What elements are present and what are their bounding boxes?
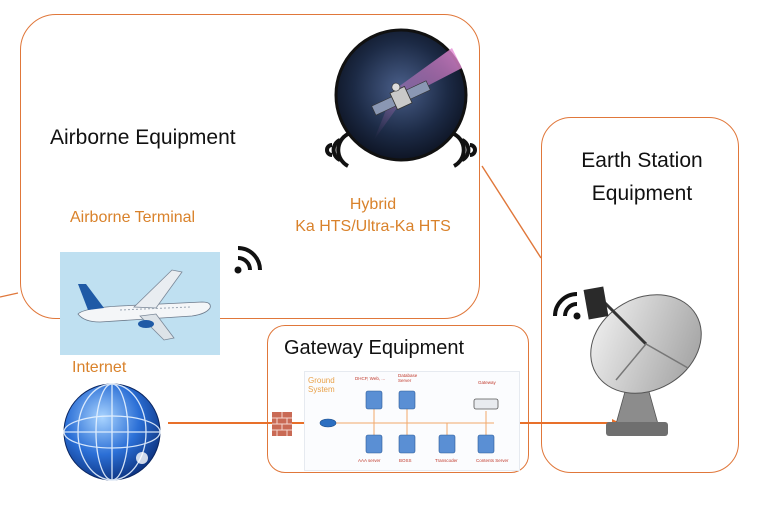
server-label-contents: Contents Server: [476, 458, 509, 463]
ground-system-label-line2: System: [308, 385, 335, 394]
earth-station-box: [541, 117, 739, 473]
satellite-dish-icon: [583, 286, 702, 436]
firewall-icon: [272, 412, 292, 436]
satellite-signal-left-icon: [325, 132, 350, 168]
ground-system-network: [319, 390, 499, 454]
server-label-aaa: AAA server: [358, 458, 381, 463]
server-boss-icon: [398, 434, 416, 454]
aircraft-signal-icon: [234, 246, 262, 274]
airplane-icon: [77, 269, 211, 341]
airplane-image: [60, 252, 220, 355]
earth-title-line1: Earth Station: [581, 149, 703, 172]
server-label-boss: BOSS: [399, 458, 412, 463]
internet-label: Internet: [72, 359, 127, 376]
line-to-earth-station: [481, 165, 542, 259]
satellite-dish-image: [583, 286, 702, 436]
server-transcoder-icon: [438, 434, 456, 454]
router-icon: [319, 418, 337, 428]
server-database-icon: [398, 390, 416, 410]
server-label-gateway: Gateway: [478, 380, 496, 385]
airborne-equipment-box: [20, 14, 480, 319]
line-from-left-edge: [0, 292, 19, 298]
ground-system-panel: [304, 371, 520, 471]
gateway-device-icon: [473, 398, 499, 410]
internet-globe-icon: [63, 383, 161, 481]
ground-system-label-line1: Ground: [308, 376, 335, 385]
satellite-signal-right-icon: [452, 132, 477, 168]
gateway-title: Gateway Equipment: [284, 337, 465, 359]
airborne-title: Airborne Equipment: [50, 126, 236, 149]
satellite-icon: [371, 80, 431, 116]
satellite-image: [334, 28, 468, 162]
server-contents-icon: [477, 434, 495, 454]
satellite-label-line1: Hybrid: [349, 196, 397, 213]
dish-signal-icon: [553, 292, 581, 320]
server-dhcp-icon: [365, 390, 383, 410]
server-label-transcoder: Transcoder: [435, 458, 458, 463]
server-label-database: Database Server: [398, 373, 418, 383]
gateway-equipment-box: [267, 325, 529, 473]
satellite-label-line2: Ka HTS/Ultra-Ka HTS: [295, 218, 451, 235]
terminal-label: Airborne Terminal: [70, 209, 196, 226]
earth-title-line2: Equipment: [591, 182, 693, 205]
server-aaa-icon: [365, 434, 383, 454]
ground-system-label: Ground System: [308, 376, 335, 394]
server-label-dhcp: DHCP, Web, ...: [355, 376, 386, 381]
